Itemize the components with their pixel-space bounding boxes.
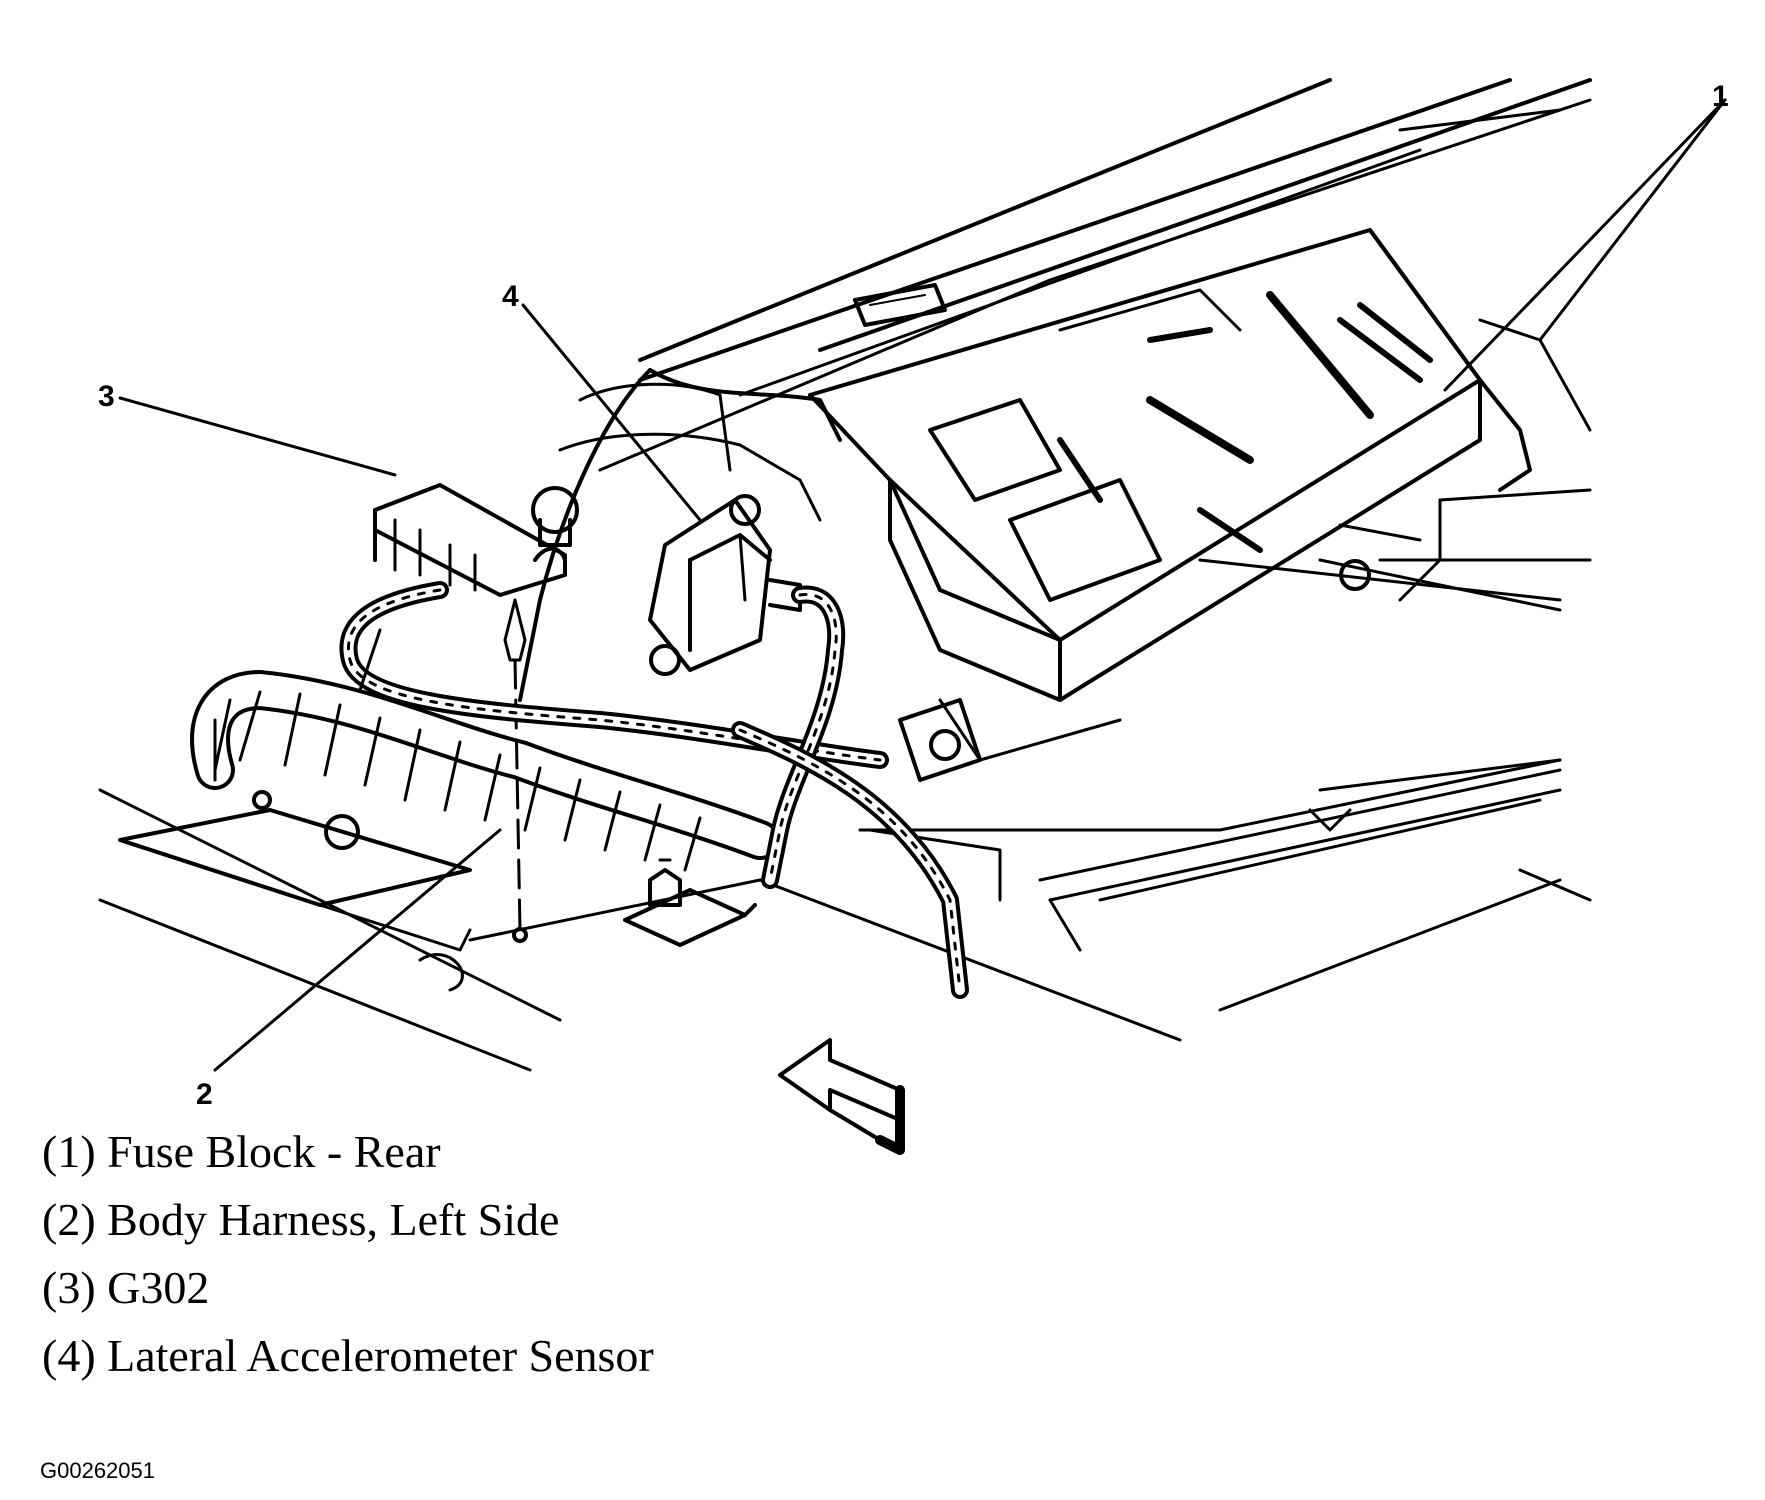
callout-3: 3 <box>98 380 115 413</box>
leader-lines <box>118 98 1727 1072</box>
callout-2: 2 <box>196 1078 213 1111</box>
floor-panels <box>98 758 1592 1072</box>
legend-item-body-harness: (2) Body Harness, Left Side <box>42 1194 560 1245</box>
callout-1: 1 <box>1712 80 1729 113</box>
legend-item-fuse-block-rear: (1) Fuse Block - Rear <box>42 1126 441 1177</box>
legend: (1) Fuse Block - Rear (2) Body Harness, … <box>42 1118 654 1390</box>
lateral-accelerometer-sensor-illustration <box>648 494 969 999</box>
ground-stud-illustration <box>623 858 757 947</box>
body-harness-left-side-illustration <box>190 670 780 872</box>
body-panels <box>518 78 1592 702</box>
right-side-panels <box>1198 318 1592 612</box>
legend-item-g302: (3) G302 <box>42 1262 210 1313</box>
figure-id: G00262051 <box>40 1458 155 1483</box>
legend-item-lateral-accelerometer: (4) Lateral Accelerometer Sensor <box>42 1330 654 1381</box>
callout-4: 4 <box>502 280 519 313</box>
fuse-block-rear-illustration <box>808 228 1532 782</box>
forward-direction-arrow-icon <box>778 1038 905 1155</box>
